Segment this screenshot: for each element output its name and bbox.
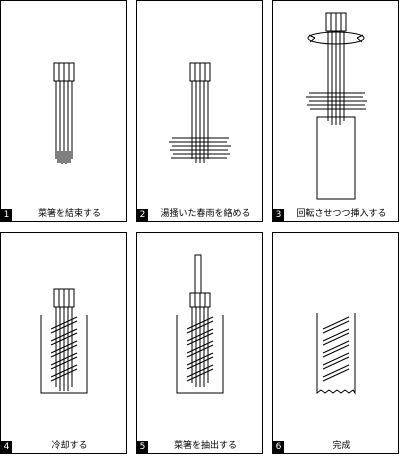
insert-into-tube-illustration bbox=[273, 1, 398, 201]
step-number: 1 bbox=[1, 209, 12, 221]
step-number: 6 bbox=[273, 441, 284, 453]
step-panel-3: 3 回転させつつ挿入する bbox=[272, 0, 399, 222]
step-number: 5 bbox=[137, 441, 148, 453]
step-caption: 湯掻いた春雨を絡める bbox=[160, 209, 251, 219]
step-panel-2: 2 湯掻いた春雨を絡める bbox=[136, 0, 263, 222]
extract-chopsticks-illustration bbox=[137, 233, 262, 433]
step-panel-1: 1 菜箸を結束する bbox=[0, 0, 127, 222]
finished-spiral-illustration bbox=[273, 233, 398, 433]
step-panel-4: 4 冷却する bbox=[0, 232, 127, 454]
step-caption: 冷却する bbox=[51, 441, 88, 451]
step-panel-5: 5 菜箸を抽出する bbox=[136, 232, 263, 454]
step-caption: 回転させつつ挿入する bbox=[296, 209, 387, 219]
step-caption: 菜箸を抽出する bbox=[173, 441, 237, 451]
cooling-in-tube-illustration bbox=[1, 233, 126, 433]
bundled-chopsticks-illustration bbox=[1, 1, 126, 201]
step-number: 4 bbox=[1, 441, 12, 453]
chopsticks-with-noodles-illustration bbox=[137, 1, 262, 201]
step-caption: 完成 bbox=[332, 441, 351, 451]
step-panel-6: 6 完成 bbox=[272, 232, 399, 454]
step-number: 3 bbox=[273, 209, 284, 221]
step-caption: 菜箸を結束する bbox=[37, 209, 101, 219]
step-number: 2 bbox=[137, 209, 148, 221]
